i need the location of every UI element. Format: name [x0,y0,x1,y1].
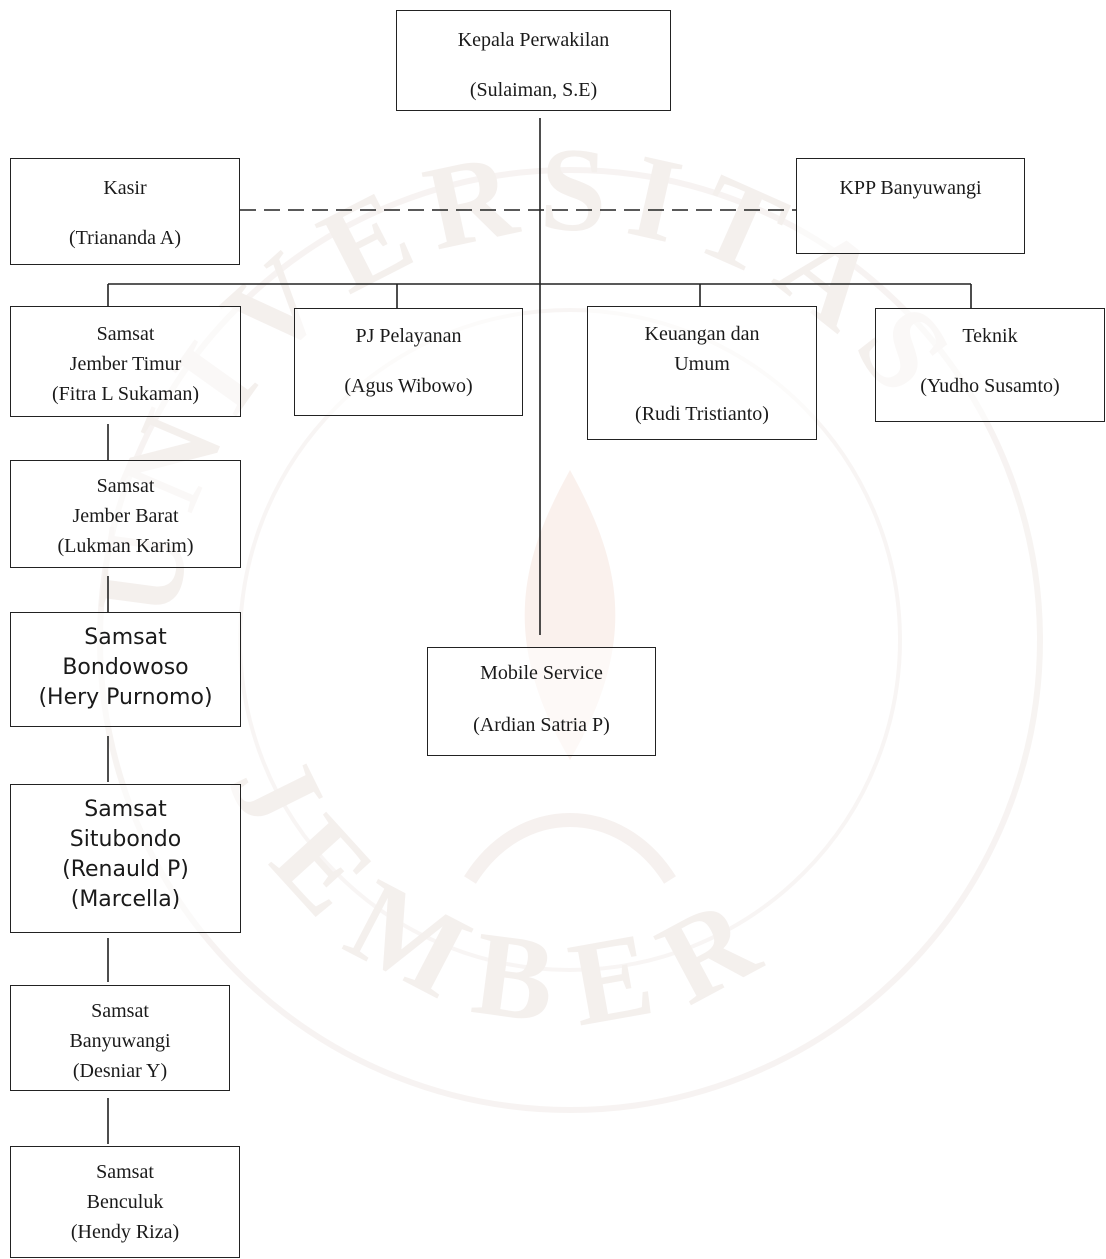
node-title: Kepala Perwakilan [457,29,610,51]
node-samsat-situbondo: Samsat Situbondo (Renauld P) (Marcella) [10,784,241,933]
node-line2: Jember Timur [69,353,182,375]
node-kasir: Kasir (Triananda A) [10,158,240,265]
node-title: KPP Banyuwangi [839,177,982,199]
node-line1: Samsat [96,475,155,497]
node-samsat-jember-timur: Samsat Jember Timur (Fitra L Sukaman) [10,306,241,417]
node-person-1: (Renauld P) [62,857,189,882]
node-mobile-service: Mobile Service (Ardian Satria P) [427,647,656,756]
node-line1: Samsat [84,797,167,822]
node-pj-pelayanan: PJ Pelayanan (Agus Wibowo) [294,308,523,416]
node-line2: Jember Barat [72,505,179,527]
node-person: (Agus Wibowo) [344,375,473,397]
node-person-2: (Marcella) [70,887,181,912]
node-line2: Umum [674,353,730,375]
node-line2: Benculuk [86,1191,164,1213]
node-kepala-perwakilan: Kepala Perwakilan (Sulaiman, S.E) [396,10,671,111]
node-title: Mobile Service [480,662,603,684]
node-line1: Samsat [91,1000,149,1022]
node-line1: Samsat [96,323,155,345]
node-person: (Triananda A) [68,227,182,249]
node-person: (Rudi Tristianto) [635,403,769,425]
node-kpp-banyuwangi: KPP Banyuwangi [796,158,1025,254]
node-samsat-benculuk: Samsat Benculuk (Hendy Riza) [10,1146,240,1258]
node-line2: Banyuwangi [69,1030,171,1052]
node-title: PJ Pelayanan [355,325,462,347]
node-samsat-banyuwangi: Samsat Banyuwangi (Desniar Y) [10,985,230,1091]
node-title: Teknik [962,325,1018,347]
node-keuangan-umum: Keuangan dan Umum (Rudi Tristianto) [587,306,817,440]
node-person: (Fitra L Sukaman) [51,383,199,405]
node-samsat-bondowoso: Samsat Bondowoso (Hery Purnomo) [10,612,241,727]
node-samsat-jember-barat: Samsat Jember Barat (Lukman Karim) [10,460,241,568]
node-person: (Desniar Y) [72,1060,168,1082]
node-line2: Situbondo [69,827,182,852]
node-title: Kasir [103,177,147,199]
node-line2: Bondowoso [62,655,189,680]
node-person: (Hendy Riza) [70,1221,180,1243]
node-line1: Samsat [84,625,167,650]
node-line1: Keuangan dan [644,323,760,345]
node-teknik: Teknik (Yudho Susamto) [875,308,1105,422]
node-person: (Yudho Susamto) [920,375,1060,397]
node-person: (Ardian Satria P) [473,714,610,736]
node-person: (Lukman Karim) [57,535,194,557]
node-person: (Hery Purnomo) [38,685,213,710]
node-person: (Sulaiman, S.E) [469,79,598,101]
node-line1: Samsat [96,1161,154,1183]
